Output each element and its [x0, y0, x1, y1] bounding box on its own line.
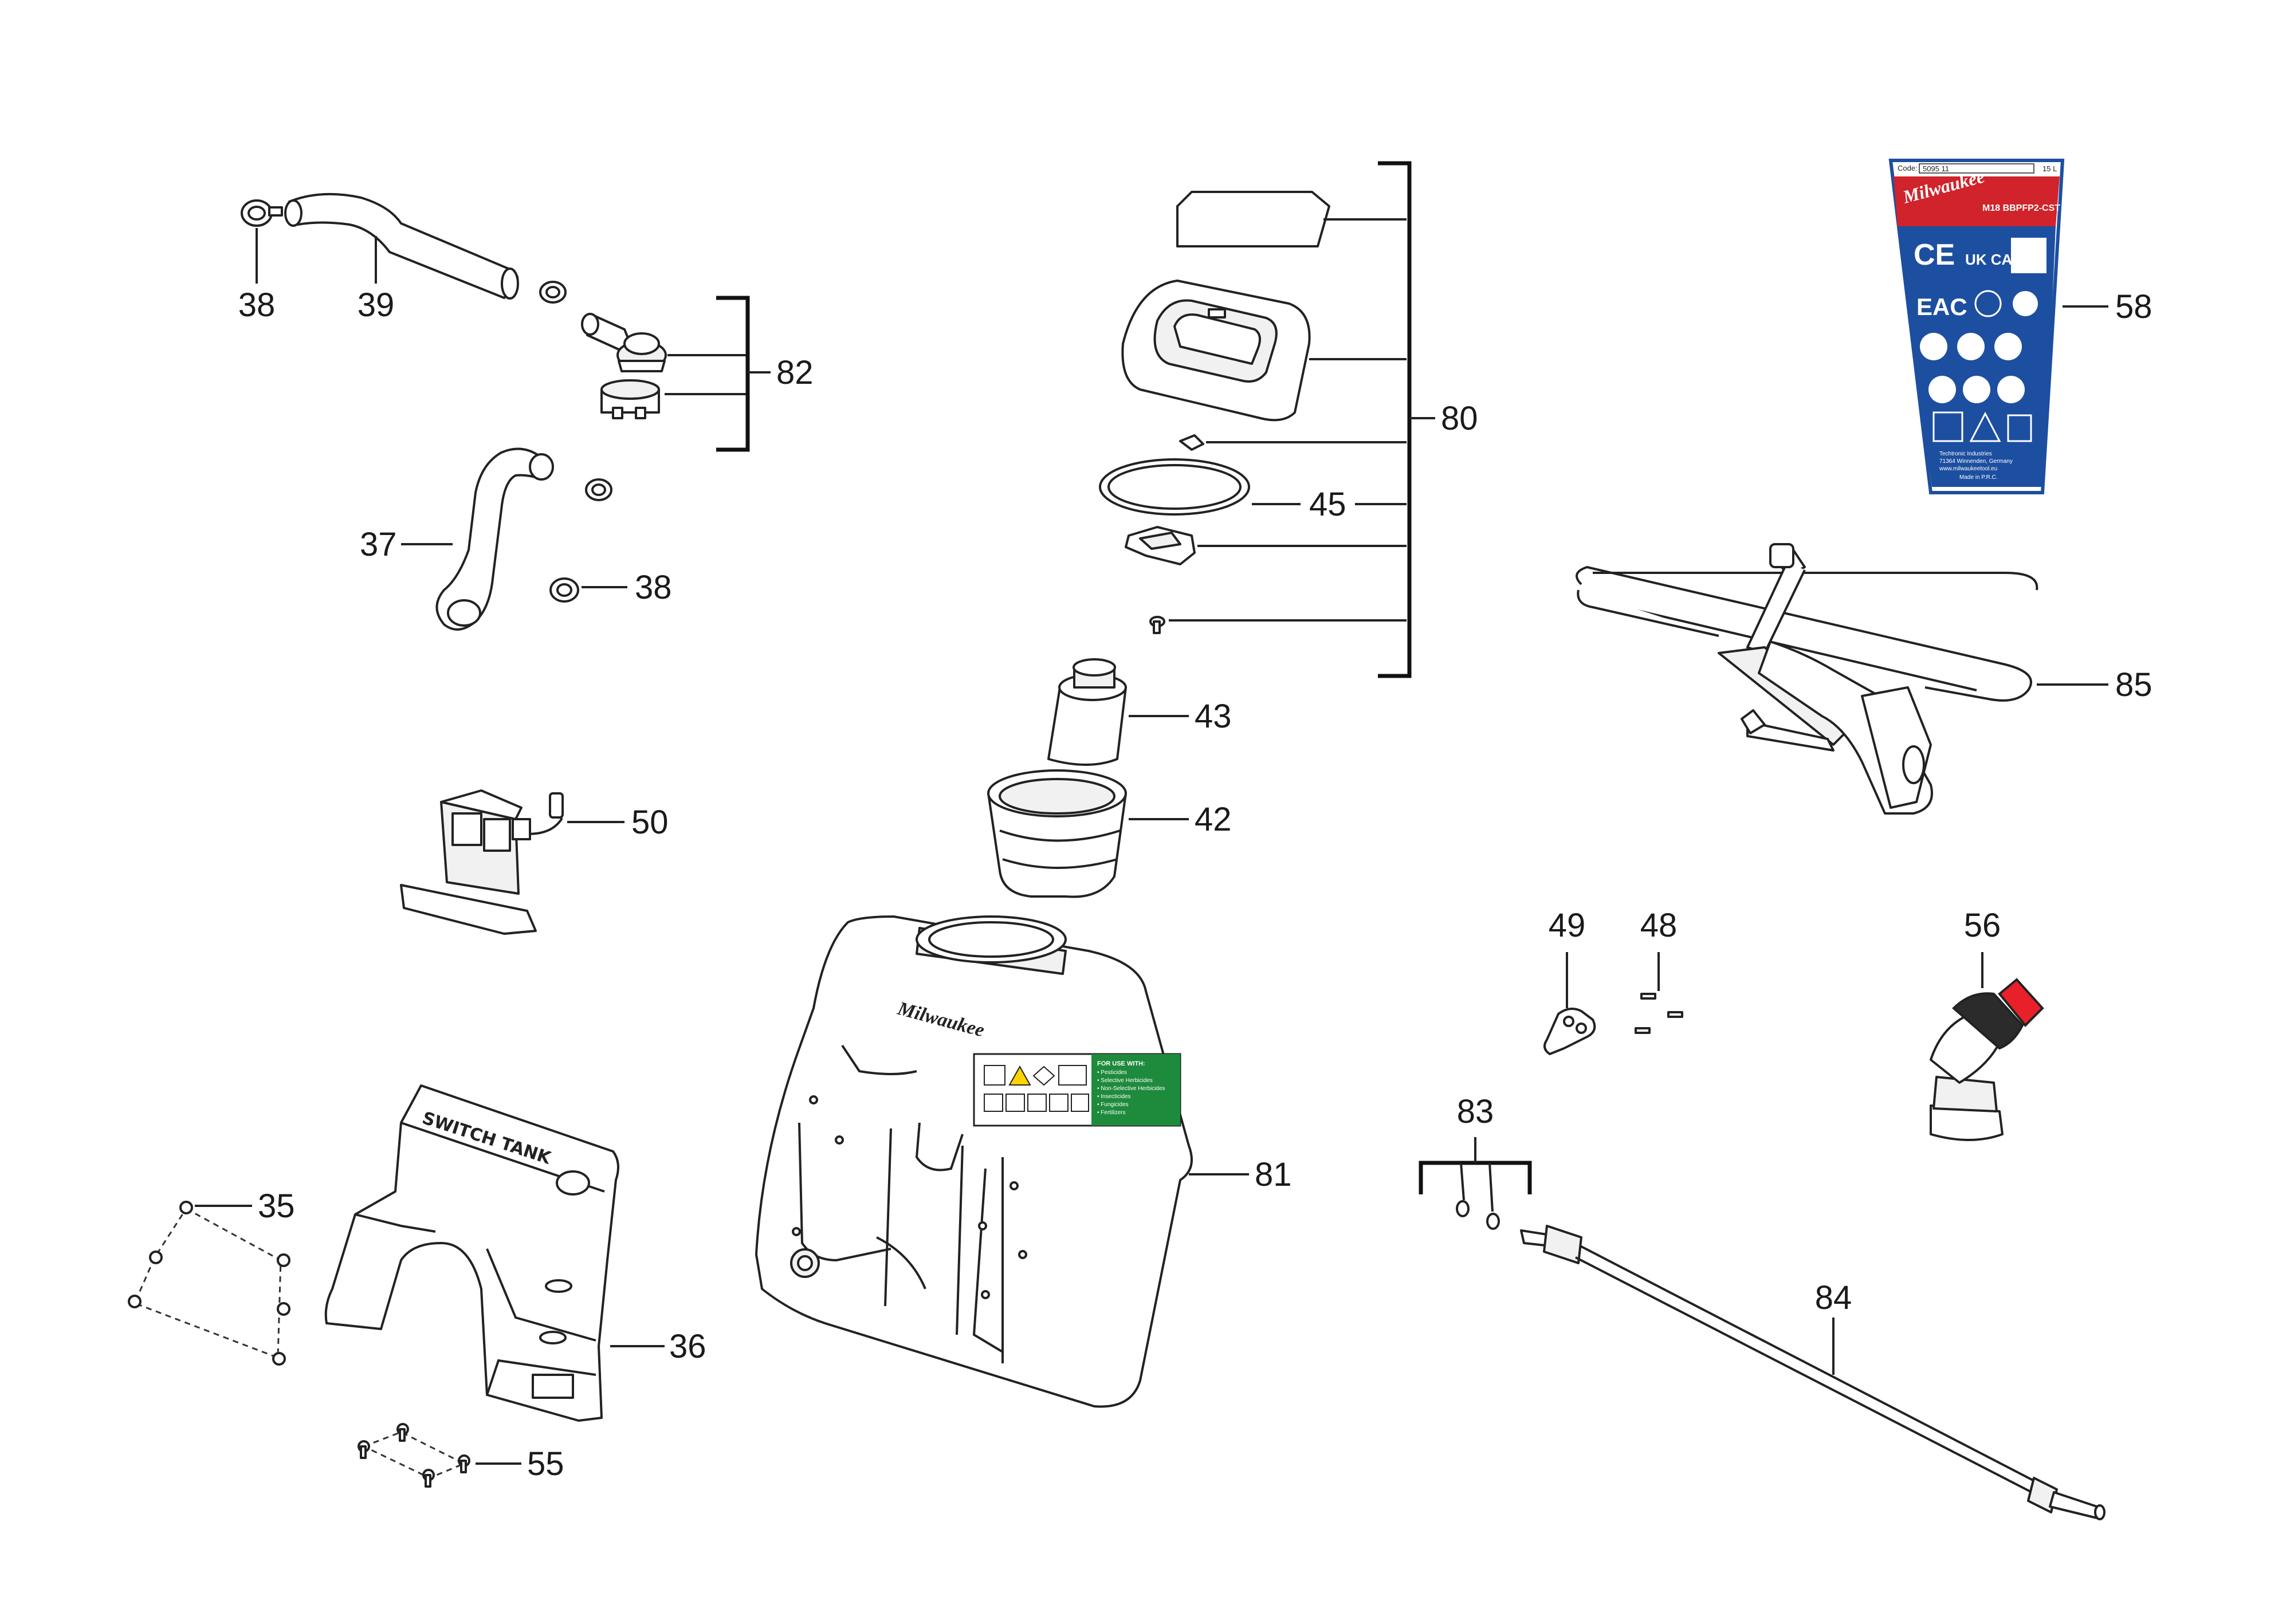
plate-importer-line: Made in P.R.C.	[1959, 474, 1998, 481]
tank-label-item: • Fertilizers	[1097, 1110, 1126, 1116]
part-80-cap-label	[1176, 191, 1330, 247]
label-39: 39	[358, 286, 395, 324]
plate-importer-line: Techtronic Industries	[1939, 451, 1992, 457]
part-50-pump-motor	[400, 789, 564, 935]
label-83: 83	[1457, 1093, 1494, 1130]
label-55: 55	[527, 1445, 564, 1483]
part-85-wand-handle	[1576, 543, 2038, 815]
part-38-hose-clamp-top	[241, 199, 283, 227]
tank-label-title: FOR USE WITH:	[1097, 1060, 1145, 1067]
part-45-o-ring	[1099, 458, 1250, 516]
label-82: 82	[776, 354, 814, 391]
label-45: 45	[1309, 486, 1346, 523]
part-82-hose-clamp-small	[539, 281, 567, 304]
part-43-strainer	[1047, 658, 1127, 766]
part-82-hose-clamp-mid	[585, 478, 612, 501]
label-85: 85	[2115, 666, 2152, 703]
part-42-filter-basket	[987, 769, 1127, 898]
label-50: 50	[631, 804, 669, 841]
label-80: 80	[1441, 400, 1478, 437]
plate-importer-line: www.milwaukeetool.eu	[1939, 466, 1997, 472]
part-56-nozzle	[1930, 978, 2044, 1141]
label-37: 37	[360, 526, 397, 563]
label-35: 35	[258, 1187, 295, 1225]
part-80-cap-valve	[1125, 526, 1196, 565]
plate-code-value: 5095 11	[1923, 164, 1949, 173]
part-39-hose	[284, 192, 519, 300]
label-56: 56	[1964, 907, 2001, 944]
part-82-valve-fitting	[581, 313, 667, 372]
tank-label-item: • Insecticides	[1097, 1094, 1131, 1100]
label-43: 43	[1195, 698, 1232, 735]
label-36: 36	[669, 1328, 706, 1365]
part-84-lance	[1520, 1225, 2106, 1520]
label-48: 48	[1640, 907, 1678, 944]
part-37-hose-elbow	[435, 447, 554, 631]
part-58-rating-plate: Code: 5095 11 15 L Milwaukee M18 BBPFP2-…	[1888, 159, 2065, 494]
plate-ukca-mark: UK CA	[1965, 251, 2013, 268]
part-49-bracket	[1543, 1008, 1596, 1055]
tank-warning-label: FOR USE WITH: • Pesticides • Selective H…	[973, 1053, 1181, 1127]
part-80-cap-handle	[1121, 280, 1311, 422]
part-36-switch-tank-cover: SWITCH TANK	[324, 1084, 619, 1422]
label-49: 49	[1549, 907, 1586, 944]
tank-label-item: • Selective Herbicides	[1097, 1078, 1153, 1084]
part-55-screws	[358, 1423, 470, 1488]
part-80-cap-vent	[1179, 434, 1204, 451]
label-58: 58	[2115, 288, 2152, 325]
part-80-cap-screw	[1149, 616, 1165, 634]
label-38-top: 38	[238, 286, 276, 324]
plate-eac-mark: EAC	[1916, 293, 1967, 320]
plate-ce-mark: CE	[1914, 238, 1955, 272]
part-81-tank: Milwaukee FOR USE WITH: • Pesticides • S…	[755, 915, 1193, 1408]
plate-code-label: Code:	[1898, 164, 1918, 172]
part-83-seals	[1456, 1200, 1500, 1230]
part-82-valve-nut	[600, 379, 660, 419]
tank-label-item: • Non-Selective Herbicides	[1097, 1086, 1165, 1092]
plate-model: M18 BBPFP2-CST	[1982, 203, 2060, 213]
label-84: 84	[1815, 1279, 1852, 1316]
plate-capacity: 15 L	[2042, 164, 2057, 173]
tank-label-item: • Pesticides	[1097, 1069, 1127, 1076]
tank-label-item: • Fungicides	[1097, 1102, 1129, 1108]
plate-importer-line: 71364 Winnenden, Germany	[1939, 458, 2013, 465]
part-38-hose-clamp-bottom	[549, 577, 579, 603]
part-48-screws	[1635, 993, 1683, 1034]
part-35-screws	[128, 1201, 290, 1366]
label-42: 42	[1195, 801, 1232, 838]
label-38-bottom: 38	[635, 569, 672, 606]
label-81: 81	[1255, 1156, 1292, 1193]
